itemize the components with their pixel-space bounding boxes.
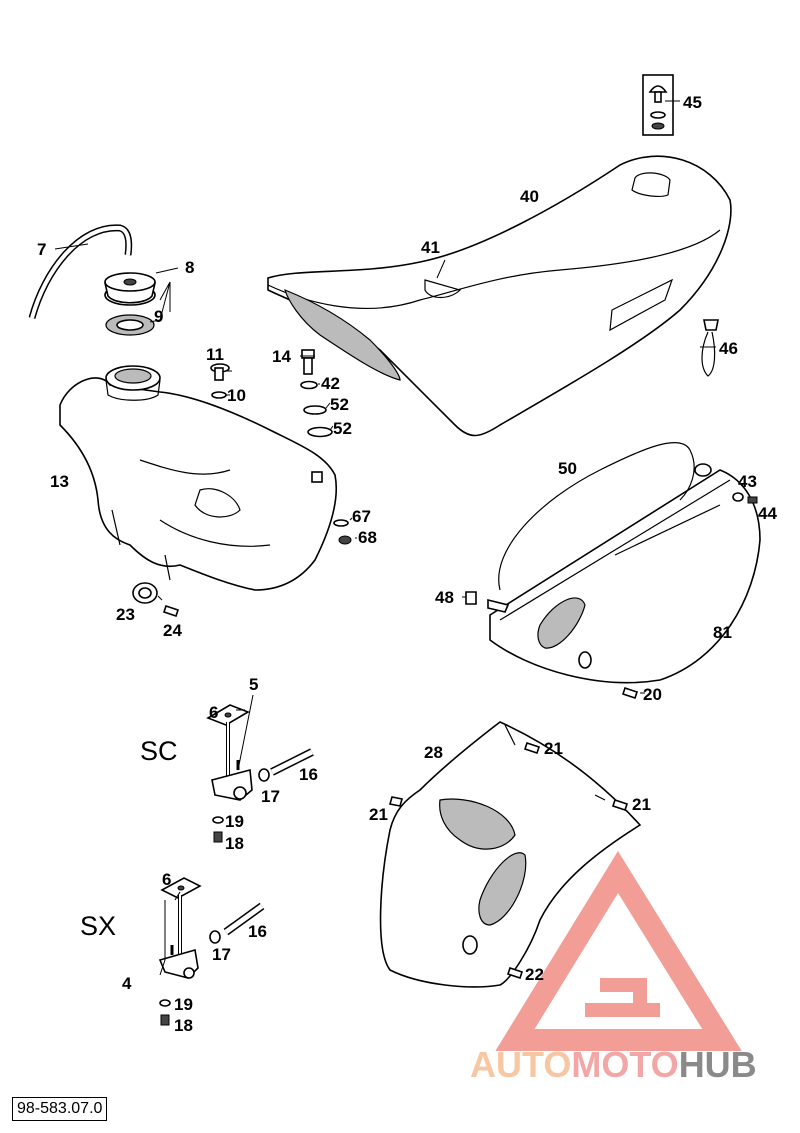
part-13-fuel-tank	[59, 365, 338, 591]
callout-45: 45	[683, 93, 702, 112]
part-22-screw	[506, 966, 524, 980]
callout-4: 4	[122, 974, 132, 993]
part-42-washer	[300, 380, 318, 390]
callout-67: 67	[352, 507, 371, 526]
part-4-fuel-tap-sx	[158, 877, 202, 979]
callout-19-sc: 19	[225, 812, 244, 831]
part-40-seat	[267, 155, 732, 437]
part-11-screw	[210, 363, 230, 381]
part-17-clamp-sx	[209, 930, 221, 944]
variant-label-sx: SX	[80, 911, 116, 941]
part-19-washer-sx	[159, 999, 171, 1007]
part-21-screw-c	[611, 798, 629, 812]
part-10-washer	[211, 391, 227, 399]
callout-68: 68	[358, 528, 377, 547]
part-24-screw	[162, 604, 180, 618]
callout-18-sx: 18	[174, 1016, 193, 1035]
callout-20: 20	[643, 685, 662, 704]
part-48-clip	[465, 591, 510, 613]
callout-46: 46	[719, 339, 738, 358]
part-18-screw-sx	[160, 1014, 170, 1026]
callout-42: 42	[321, 374, 340, 393]
document-reference: 98-583.07.0	[12, 1097, 108, 1121]
callout-21-a: 21	[544, 739, 563, 758]
callout-50: 50	[558, 459, 577, 478]
callout-13: 13	[50, 472, 69, 491]
callout-labels: 45 40 41 7 8 9 11 10 14 42 52 52 46 13 5…	[37, 93, 777, 1035]
callout-6-sc: 6	[209, 703, 218, 722]
callout-41: 41	[421, 238, 440, 257]
callout-44: 44	[758, 504, 777, 523]
part-8-tank-cap	[104, 272, 156, 306]
variant-label-sc: SC	[140, 736, 178, 766]
part-81-side-cover	[489, 469, 761, 684]
callout-14: 14	[272, 347, 291, 366]
part-21-screw-a	[523, 741, 541, 755]
watermark-part-hub: HUB	[678, 1044, 757, 1085]
callout-18-sc: 18	[225, 834, 244, 853]
watermark-logo-icon	[495, 851, 742, 1051]
callout-7: 7	[37, 240, 46, 259]
callout-52-a: 52	[330, 395, 349, 414]
part-9-cap-seal	[105, 314, 155, 336]
part-7-breather-hose	[28, 224, 133, 319]
part-28-side-panel	[379, 721, 642, 988]
leader-lines	[54, 100, 716, 976]
callout-24: 24	[163, 621, 182, 640]
watermark-wordmark: AUTOMOTOHUB	[470, 1044, 800, 1085]
callout-23: 23	[116, 605, 135, 624]
callout-81: 81	[713, 623, 732, 642]
callout-8: 8	[185, 258, 194, 277]
part-45-seat-plug	[642, 74, 674, 136]
part-68-nut	[338, 535, 352, 545]
callout-21-b: 21	[369, 805, 388, 824]
callout-10: 10	[227, 386, 246, 405]
part-67-washer	[333, 519, 349, 527]
callout-40: 40	[520, 187, 539, 206]
part-19-washer-sc	[212, 816, 224, 824]
callout-11: 11	[206, 345, 224, 364]
part-44-screw	[747, 496, 758, 504]
callout-52-b: 52	[333, 419, 352, 438]
callout-9: 9	[154, 307, 163, 326]
callout-22: 22	[525, 965, 544, 984]
part-16-fuel-hose-sx	[223, 902, 265, 936]
callout-48: 48	[435, 588, 454, 607]
part-50-number-plate	[498, 442, 712, 591]
callout-19-sx: 19	[174, 995, 193, 1014]
watermark-part-moto: MOTO	[571, 1044, 679, 1085]
callout-28: 28	[424, 743, 443, 762]
part-14-bolt	[301, 349, 315, 375]
part-23-grommet	[132, 582, 158, 604]
part-5-fuel-tap-sc	[206, 704, 253, 801]
part-21-screw-b	[388, 796, 404, 807]
part-20-screw	[621, 686, 639, 700]
callout-17-sx: 17	[212, 945, 231, 964]
part-52-washer-b	[307, 426, 333, 438]
callout-5: 5	[249, 675, 258, 694]
callout-6-sx: 6	[162, 870, 171, 889]
callout-43: 43	[738, 472, 757, 491]
part-46-strap	[701, 319, 719, 377]
callout-17-sc: 17	[261, 787, 280, 806]
callout-21-c: 21	[632, 795, 651, 814]
part-18-screw-sc	[213, 831, 223, 843]
part-16-fuel-hose-sc	[270, 748, 314, 776]
watermark-part-auto: AUTO	[470, 1044, 572, 1085]
callout-16-sx: 16	[248, 922, 267, 941]
part-52-washer-a	[303, 405, 327, 415]
callout-16-sc: 16	[299, 765, 318, 784]
part-17-clamp-sc	[258, 768, 270, 782]
part-43-washer	[732, 492, 744, 502]
